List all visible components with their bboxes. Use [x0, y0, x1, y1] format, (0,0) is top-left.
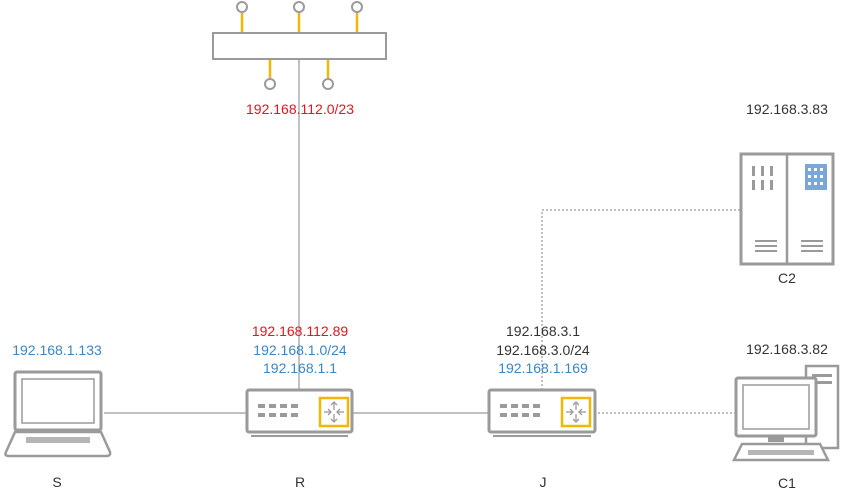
c1-ip-label: 192.168.3.82: [746, 341, 828, 357]
network-hub-icon: [212, 1, 387, 90]
router-icon: [245, 388, 354, 437]
server-icon: [739, 152, 835, 266]
j-subnet-label: 192.168.3.0/24: [496, 342, 590, 358]
r-ip-bottom-label: 192.168.1.1: [263, 360, 337, 376]
hub-subnet-label: 192.168.112.0/23: [246, 101, 354, 117]
s-ip-label: 192.168.1.133: [12, 342, 102, 358]
r-ip-top-label: 192.168.112.89: [251, 323, 349, 339]
j-name-label: J: [539, 474, 547, 490]
laptop-icon: [4, 370, 112, 458]
r-subnet-label: 192.168.1.0/24: [253, 342, 347, 358]
c1-name-label: C1: [778, 475, 796, 491]
c2-ip-label: 192.168.3.83: [746, 101, 828, 117]
links: [104, 60, 740, 414]
desktop-computer-icon: [731, 364, 840, 462]
j-ip-bottom-label: 192.168.1.169: [498, 360, 588, 376]
link-j-c2: [541, 209, 740, 390]
j-ip-top-label: 192.168.3.1: [506, 323, 580, 339]
router-icon: [487, 388, 597, 437]
c2-name-label: C2: [778, 270, 796, 286]
s-name-label: S: [52, 474, 62, 490]
r-name-label: R: [294, 474, 306, 490]
